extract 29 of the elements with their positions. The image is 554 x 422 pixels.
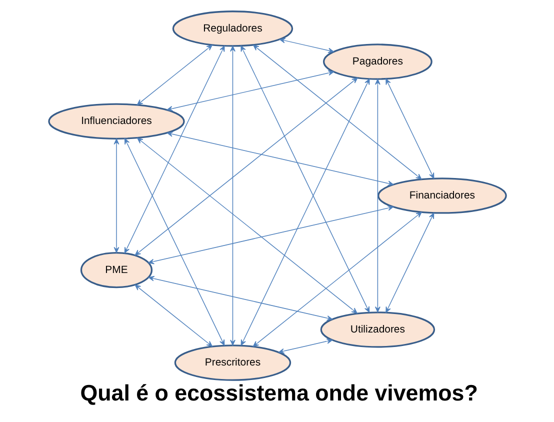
node-ellipse: Prescritores: [174, 344, 291, 381]
arrow: [385, 212, 434, 313]
node-ellipse: Pagadores: [322, 44, 432, 80]
arrow: [230, 46, 235, 346]
arrow: [124, 46, 224, 254]
arrow: [148, 276, 332, 321]
node-ellipse: PME: [80, 252, 152, 288]
node-ellipse: Influenciadores: [48, 103, 184, 140]
arrow: [385, 78, 434, 179]
arrow: [134, 284, 212, 347]
arrow: [134, 78, 358, 256]
arrow: [278, 338, 332, 354]
arrow: [136, 44, 212, 106]
node-ellipse: Utilizadores: [320, 312, 435, 348]
caption: Qual é o ecossistema onde vivemos?: [80, 380, 478, 406]
arrow: [148, 205, 394, 264]
arrow: [374, 78, 380, 312]
arrow: [136, 138, 357, 314]
arrow: [240, 46, 370, 312]
node-ellipse: Reguladores: [172, 10, 293, 47]
arrow: [166, 70, 334, 112]
arrow: [252, 44, 422, 180]
arrow: [166, 131, 394, 186]
arrow: [252, 212, 422, 347]
arrow: [113, 138, 119, 253]
arrow: [278, 38, 334, 54]
arrow: [124, 138, 224, 346]
node-ellipse: Financiadores: [377, 178, 506, 214]
arrow: [240, 78, 370, 346]
